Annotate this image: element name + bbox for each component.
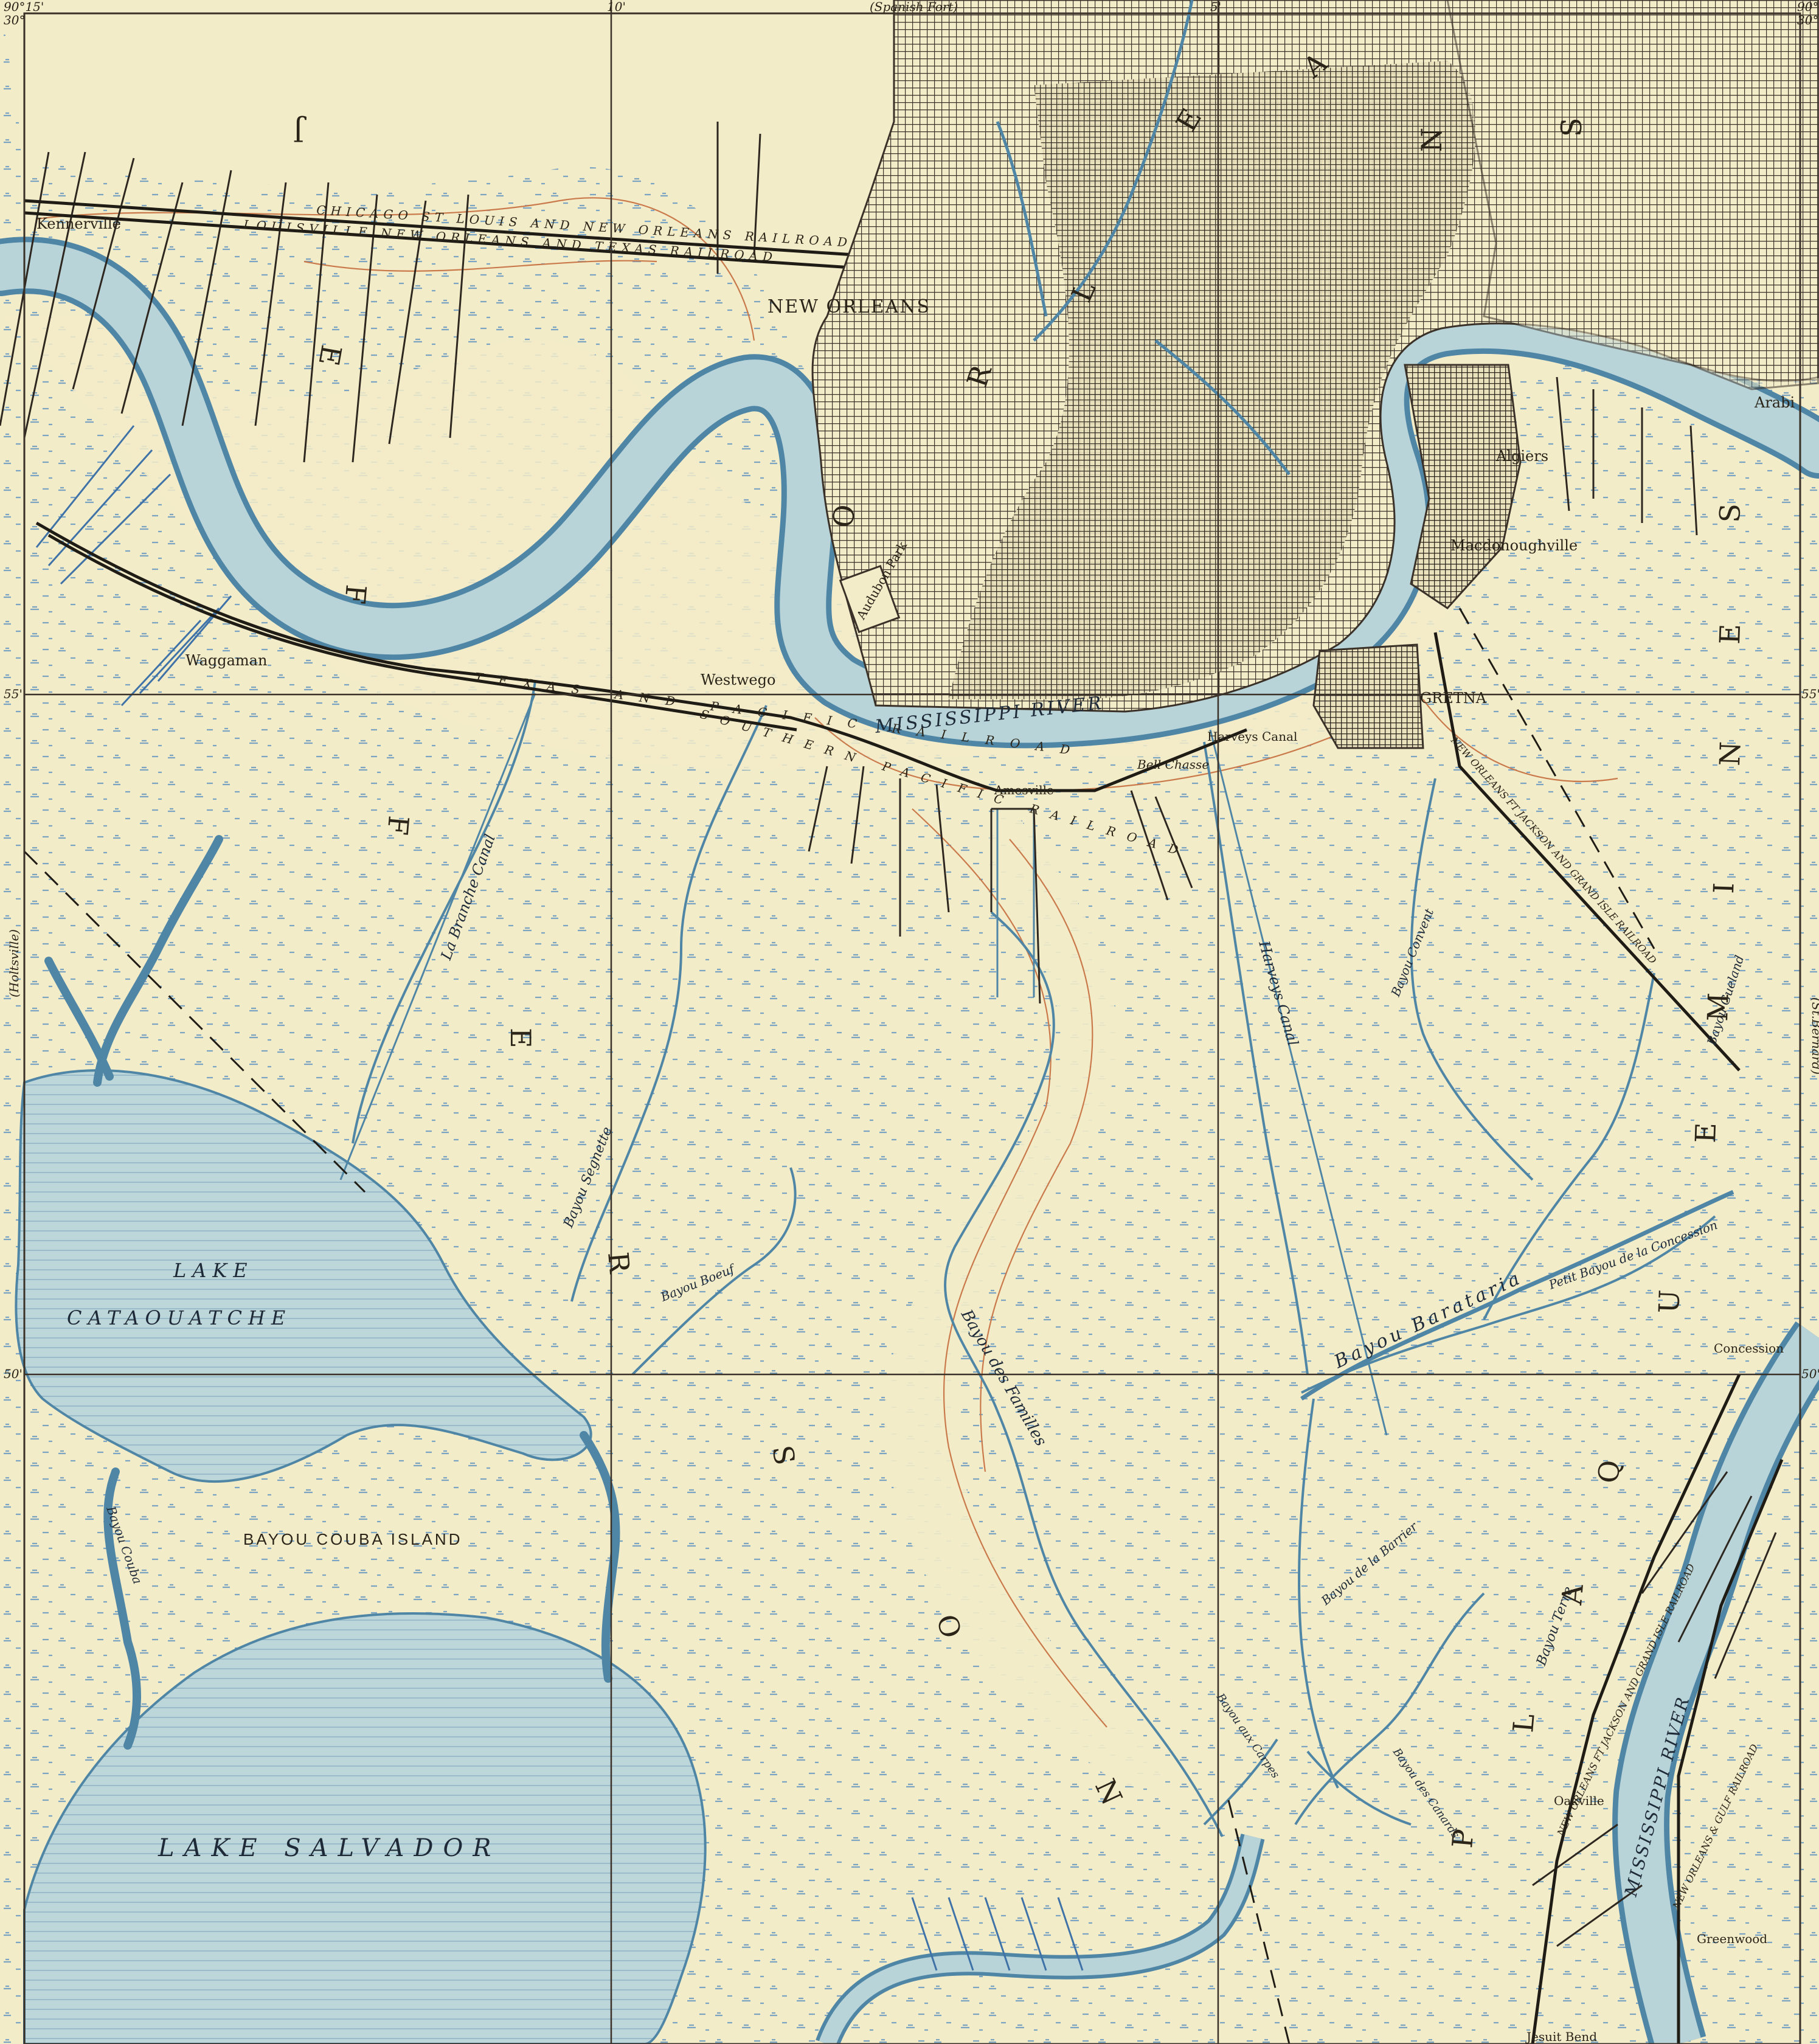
label-waggaman: Waggaman <box>185 652 267 669</box>
plaquemines-letter-1: P <box>1446 1827 1480 1849</box>
gretna-grid <box>1312 643 1424 749</box>
plaquemines-letter-9: N <box>1713 741 1747 766</box>
label-jesuit-bend: Jesuit Bend <box>1525 2029 1597 2044</box>
plaquemines-letter-5: U <box>1652 1289 1686 1314</box>
audubon-park <box>839 564 901 634</box>
label-arabi: Arabi <box>1754 394 1795 411</box>
city-canals <box>996 0 1291 476</box>
bayou-des-familles-ridge <box>884 791 1163 1787</box>
bayou-barataria <box>1300 1190 1734 1401</box>
plaquemines-letter-6: E <box>1689 1122 1722 1143</box>
top-5min: 5' <box>1210 0 1221 14</box>
bayous <box>352 681 1716 1837</box>
plaquemines-letter-4: Q <box>1592 1459 1626 1484</box>
jefferson-letter-6: R <box>601 1250 636 1275</box>
orleans-letter-1: O <box>826 502 862 530</box>
orleans-letter-7: S <box>1555 117 1588 137</box>
lower-mississippi-river-fill <box>1618 1325 1819 2044</box>
railroads <box>23 199 1784 2044</box>
plaquemines-letter-8: I <box>1707 882 1741 894</box>
label-gretna: GRETNA <box>1420 690 1487 707</box>
right-50min: 50' <box>1801 1367 1819 1381</box>
bayou-couba-channels <box>44 835 620 1750</box>
plaquemines-letter-11: S <box>1713 503 1747 523</box>
corner-lat-topleft: 30° <box>4 13 25 27</box>
label-amesville: Amesville <box>994 783 1054 797</box>
label-lake-cataouatche-1: LAKE <box>173 1259 254 1282</box>
canals <box>339 693 1388 1436</box>
parish-plaquemines: P L A Q U E M I N E S <box>1446 503 1747 1849</box>
neatline <box>23 12 1801 2044</box>
label-lake-salvador: LAKE SALVADOR <box>158 1834 501 1862</box>
label-harveys-canal-town: Harveys Canal <box>1207 729 1297 744</box>
drainage-lines <box>35 425 1084 1971</box>
new-orleans-dense-core <box>949 61 1476 699</box>
jefferson-letter-4: F <box>381 814 415 837</box>
jefferson-letter-1: J <box>293 115 307 148</box>
right-55min: 55' <box>1801 687 1819 701</box>
label-westwego: Westwego <box>701 671 775 688</box>
top-10min: 10' <box>607 0 626 14</box>
top-spanish-fort: (Spanish Fort) <box>870 0 958 14</box>
label-oakville: Oakville <box>1554 1793 1604 1808</box>
graticule <box>24 0 1800 2044</box>
margin-labels: 90°15' 30° 10' (Spanish Fort) 5' 90° 30°… <box>4 0 1819 1381</box>
left-holtsville: (Holtsville) <box>7 929 21 997</box>
plaquemines-letter-2: L <box>1506 1713 1540 1734</box>
algiers-grid <box>1404 364 1522 609</box>
lake-cataouatche <box>15 1069 592 1483</box>
bayou-bottom-channel-fill <box>819 1834 1261 2044</box>
plaquemines-letter-10: E <box>1713 623 1747 645</box>
label-lake-cataouatche-2: CATAOUATCHE <box>67 1306 291 1329</box>
label-bell-chasse: Bell Chasse <box>1137 757 1209 772</box>
property-lines <box>0 122 1777 1947</box>
plaquemines-letter-7: M <box>1701 992 1735 1022</box>
jefferson-letter-3: F <box>338 583 373 606</box>
label-concession: Concession <box>1714 1341 1784 1356</box>
label-greenwood: Greenwood <box>1697 1931 1767 1946</box>
left-50min: 50' <box>4 1367 23 1381</box>
label-algiers: Algiers <box>1495 448 1548 465</box>
corner-lat-topright: 30° <box>1797 13 1818 27</box>
corner-lon-topleft: 90°15' <box>4 0 44 14</box>
label-macdonoughville: Macdonoughville <box>1450 537 1578 554</box>
corner-lon-topright: 90° <box>1797 0 1818 14</box>
jefferson-letter-5: E <box>504 1028 537 1048</box>
plaquemines-letter-3: A <box>1555 1582 1590 1607</box>
city-grid-east <box>1446 0 1819 390</box>
label-kennerville: Kennerville <box>36 215 121 232</box>
left-55min: 55' <box>4 687 23 701</box>
label-new-orleans: NEW ORLEANS <box>767 296 930 317</box>
right-st-bernard: (St.Bernard) <box>1809 997 1819 1075</box>
label-bayou-couba-island: BAYOU COUBA ISLAND <box>243 1530 463 1548</box>
orleans-letter-6: N <box>1415 128 1448 152</box>
